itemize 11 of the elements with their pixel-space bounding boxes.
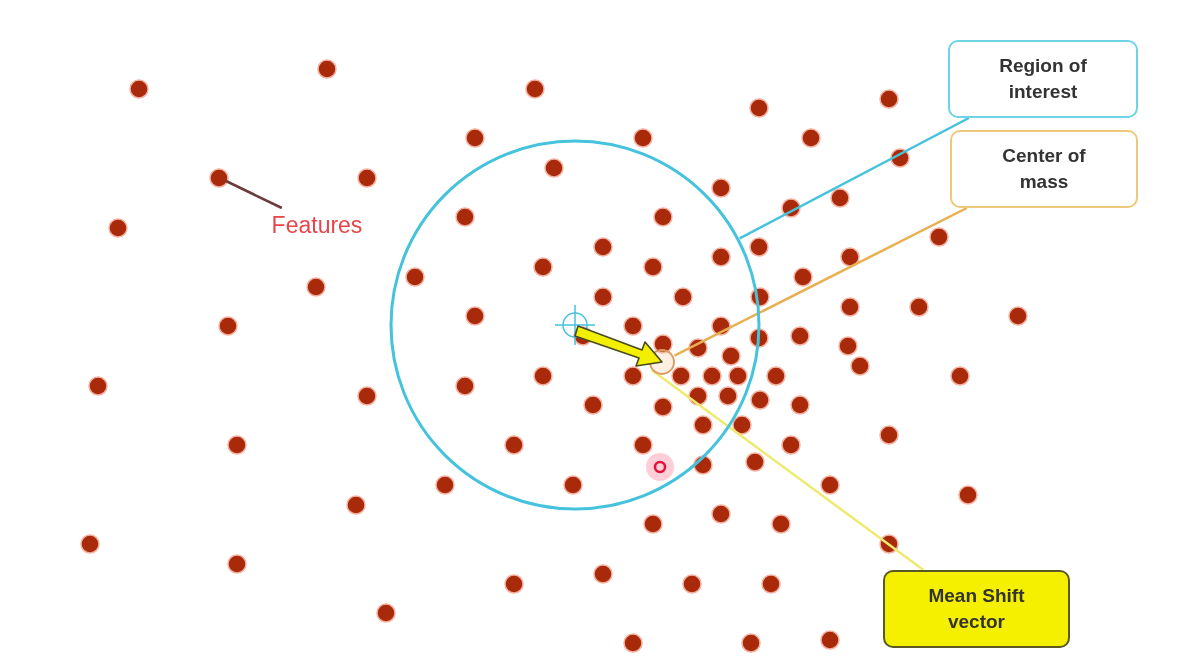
callout-label: Features bbox=[271, 211, 363, 239]
leader-line bbox=[225, 179, 283, 210]
leader-line bbox=[650, 369, 925, 571]
callout-box bbox=[950, 130, 1138, 208]
leader-line bbox=[673, 206, 968, 357]
leader-line bbox=[739, 116, 970, 240]
callout-text: Mean Shift vector bbox=[927, 584, 1026, 634]
callout-box bbox=[883, 570, 1070, 648]
callout-text: Region of interest bbox=[998, 54, 1088, 104]
callout-text: Center of mass bbox=[1001, 144, 1087, 194]
callout-box bbox=[948, 40, 1138, 118]
